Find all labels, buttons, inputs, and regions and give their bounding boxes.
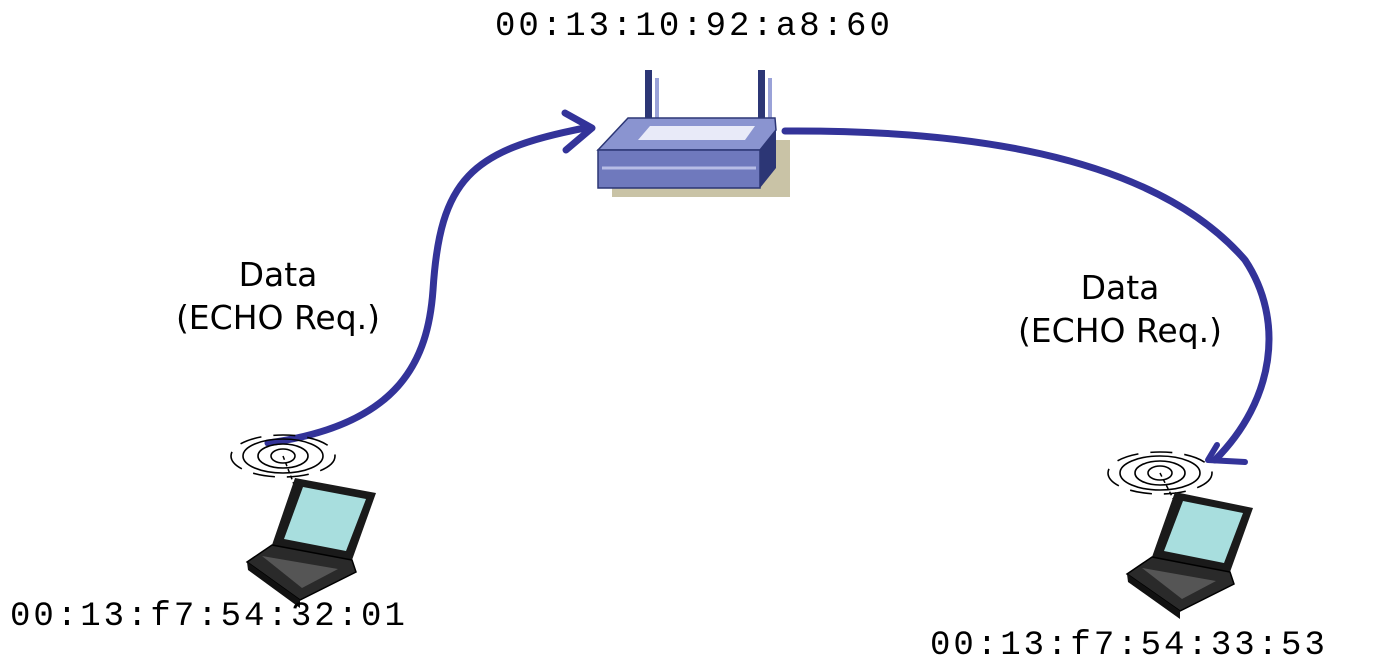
wireless-laptop-icon-left <box>230 434 376 608</box>
downlink-arrowhead <box>1205 442 1248 465</box>
uplink-arrowhead <box>561 109 596 154</box>
station-right-mac-label: 00:13:f7:54:33:53 <box>930 627 1328 665</box>
wireless-router-icon <box>596 70 790 197</box>
uplink-frame-label: Data (ECHO Req.) <box>138 253 418 339</box>
uplink-frame-payload: (ECHO Req.) <box>175 298 381 337</box>
uplink-arrow <box>264 124 589 447</box>
downlink-frame-payload: (ECHO Req.) <box>1017 311 1223 350</box>
station-left-mac-label: 00:13:f7:54:32:01 <box>10 598 408 636</box>
downlink-frame-type: Data <box>1080 268 1160 307</box>
downlink-arrow <box>781 127 1273 464</box>
access-point-mac-label: 00:13:10:92:a8:60 <box>495 8 893 46</box>
uplink-frame-type: Data <box>238 255 318 294</box>
downlink-frame-label: Data (ECHO Req.) <box>980 266 1260 352</box>
wireless-laptop-icon-right <box>1107 451 1253 619</box>
